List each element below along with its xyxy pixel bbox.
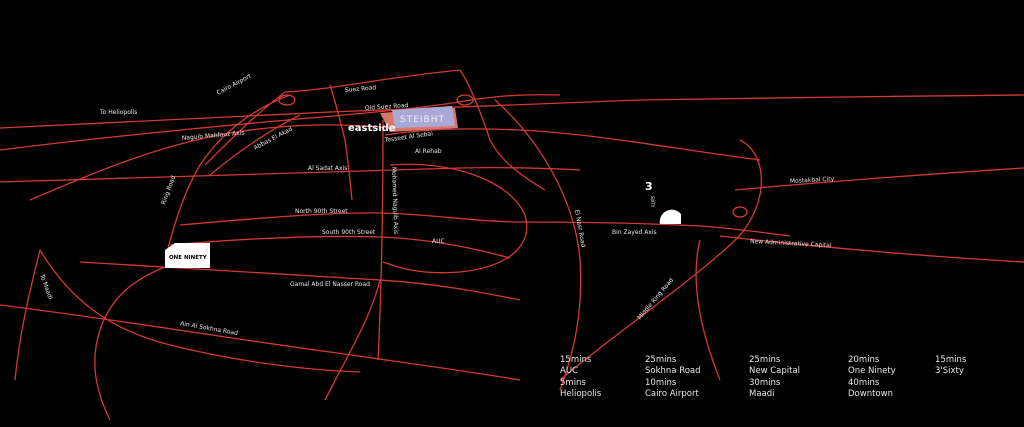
label-middle-ring: Middle Ring Road — [636, 277, 675, 322]
legend-time: 10mins — [645, 378, 677, 388]
label-naguib-mahfouz: Naguib Mahfouz Axis — [182, 130, 245, 142]
road-north-90 — [179, 212, 521, 226]
road-al-sadat — [0, 166, 581, 183]
label-to-heliopolis: To Heliopolis — [99, 109, 137, 116]
one-ninety-marker: ONE NINETY — [165, 243, 210, 268]
legend-time: 30mins — [749, 378, 781, 388]
road-ring — [39, 94, 361, 373]
legend-time: 25mins — [749, 355, 781, 365]
road-new-admin — [719, 235, 1024, 263]
steibht-logo: STEIBHT — [400, 115, 445, 125]
road-to-maadi — [14, 249, 41, 381]
road-suez — [284, 69, 461, 93]
road-ain-sokhna — [0, 304, 521, 381]
legend-time: 25mins — [645, 355, 677, 365]
legend-place: AUC — [560, 366, 578, 376]
label-mohamed-naguib-axis: Mohamed Naguib Axis — [390, 167, 399, 234]
label-new-admin: New Administrative Capital — [750, 238, 832, 249]
road-bin-zayed — [519, 221, 791, 237]
legend-time: 5mins — [560, 378, 586, 388]
label-al-rehab: Al Rehab — [415, 148, 442, 155]
legend-time: 20mins — [848, 355, 880, 365]
legend-time: 40mins — [848, 378, 880, 388]
road-south-east — [324, 279, 381, 401]
label-to-maadi: To Maadi — [38, 272, 54, 300]
road-abbas-el-akad — [209, 114, 301, 176]
label-south-90: South 90th Street — [322, 229, 376, 236]
legend-place: Downtown — [848, 389, 893, 399]
road-to-heliopolis — [0, 94, 1024, 129]
label-al-sadat-axis: Al Sadat Axis — [308, 165, 347, 172]
road-naguib-mahfouz — [29, 124, 391, 201]
eastside-zone: STEIBHT eastside — [348, 106, 458, 134]
road-cairo-airport — [204, 91, 286, 166]
legend-time: 15mins — [935, 355, 967, 365]
label-ring-road: Ring Road — [160, 175, 177, 206]
legend-place: 3'Sixty — [935, 366, 964, 376]
interchange — [278, 94, 296, 106]
label-suez-road: Suez Road — [345, 84, 377, 94]
road-mohamed-naguib — [377, 119, 384, 361]
road-90-loop — [382, 163, 528, 274]
three-sixty-number: 3 — [645, 180, 653, 193]
legend-time: 15mins — [560, 355, 592, 365]
label-mostakbal: Mostakbal City — [790, 176, 835, 185]
label-old-suez-road: Old Suez Road — [365, 102, 409, 112]
road-left-loop — [94, 264, 171, 421]
interchange — [456, 94, 474, 106]
one-ninety-label: ONE NINETY — [169, 255, 208, 261]
three-sixty-marker: 3 SIXTY — [645, 180, 681, 224]
road-connector-north — [329, 84, 353, 201]
three-sixty-word: SIXTY — [650, 196, 655, 208]
label-bin-zayed: Bin Zayed Axis — [612, 229, 657, 236]
road-south-90 — [169, 235, 511, 259]
road-el-nasr — [494, 99, 582, 391]
legend-place: Heliopolis — [560, 389, 602, 399]
label-gamal-abd: Gamal Abd El Nasser Road — [290, 281, 370, 288]
legend-place: Maadi — [749, 389, 775, 399]
label-cairo-airport: Cairo Airport — [216, 72, 253, 96]
legend-place: One Ninety — [848, 366, 896, 376]
eastside-logo: eastside — [348, 123, 396, 134]
interchange — [732, 206, 748, 218]
roads — [0, 69, 1024, 421]
legend-place: Cairo Airport — [645, 389, 699, 399]
road-connector-east — [459, 69, 546, 191]
road-old-suez — [0, 94, 561, 151]
road-middle-ring — [559, 139, 762, 381]
label-auc: AUC — [432, 238, 445, 245]
road-tesseen — [384, 128, 761, 161]
legend-place: Sokhna Road — [645, 366, 701, 376]
road-mostakbal — [734, 167, 1024, 191]
legend-place: New Capital — [749, 366, 801, 376]
label-north-90: North 90th Street — [295, 208, 348, 215]
